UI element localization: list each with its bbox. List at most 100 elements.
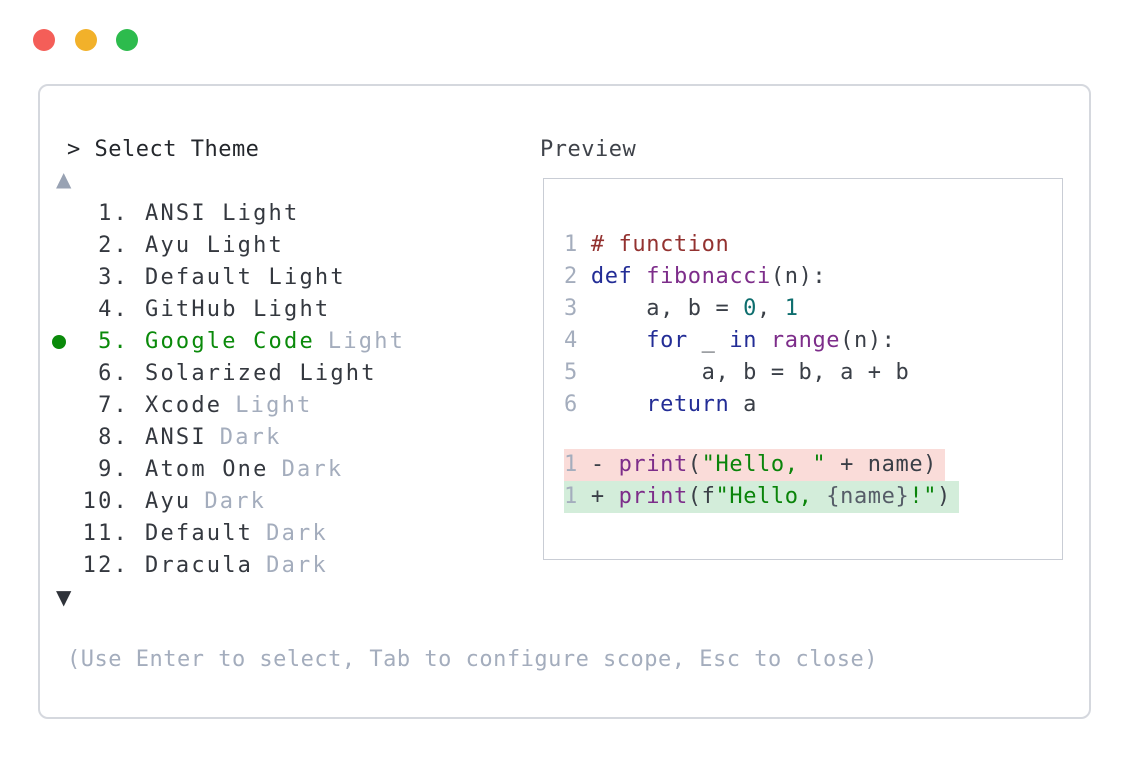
theme-option-name: Default	[145, 521, 254, 546]
code-token: a, b = b, a + b	[590, 360, 910, 385]
scroll-down-icon[interactable]: ▼	[56, 585, 72, 609]
diff-added-highlight: 1+ print(f"Hello, {name}!")	[564, 481, 959, 513]
theme-option-number: 10.	[82, 489, 129, 514]
code-token: "Hello, "	[701, 452, 827, 477]
code-token	[757, 328, 771, 353]
code-token: # function	[590, 232, 730, 257]
code-token: )	[937, 484, 951, 509]
bullet-cell	[40, 294, 76, 326]
preview-label: Preview	[540, 137, 637, 162]
bullet-cell	[40, 326, 76, 358]
bullet-cell	[40, 358, 76, 390]
code-token: "Hello,	[715, 484, 827, 509]
theme-option-8[interactable]: 8. ANSI Dark	[40, 422, 405, 454]
code-line: 6 return a	[564, 389, 959, 421]
theme-option-number: 11.	[82, 521, 129, 546]
theme-option-name: Ayu	[145, 489, 192, 514]
theme-option-name: Dracula	[145, 553, 254, 578]
theme-option-variant: Dark	[219, 425, 282, 450]
theme-option-6[interactable]: 6.Solarized Light	[40, 358, 405, 390]
theme-option-number: 5.	[98, 329, 129, 354]
bullet-cell	[40, 486, 76, 518]
theme-picker-dialog: > Select Theme Preview ▲ ▼ 1.ANSI Light …	[38, 84, 1091, 719]
code-token: fibonacci	[646, 264, 771, 289]
theme-option-7[interactable]: 7. Xcode Light	[40, 390, 405, 422]
line-number: 6	[564, 392, 578, 417]
code-token: 0	[743, 296, 758, 321]
code-line: 3 a, b = 0, 1	[564, 293, 959, 325]
theme-option-12[interactable]: 12. Dracula Dark	[40, 550, 405, 582]
theme-option-11[interactable]: 11. Default Dark	[40, 518, 405, 550]
diff-line-added: 1+ print(f"Hello, {name}!")	[564, 481, 959, 513]
dialog-title: > Select Theme	[67, 137, 260, 162]
code-token: for	[646, 328, 688, 353]
theme-option-number: 8.	[98, 425, 129, 450]
bullet-cell	[40, 454, 76, 486]
selected-indicator-icon	[52, 335, 66, 349]
theme-option-2[interactable]: 2. Ayu Light	[40, 230, 405, 262]
line-number: 5	[564, 360, 578, 385]
code-token: range	[770, 328, 841, 353]
code-token: (	[687, 452, 702, 477]
theme-option-name: Xcode	[145, 393, 223, 418]
code-token: a	[729, 392, 758, 417]
theme-option-name: Solarized Light	[145, 361, 377, 386]
code-token: {name}	[826, 484, 910, 509]
theme-option-variant: Light	[235, 393, 313, 418]
theme-option-number: 2.	[98, 233, 129, 258]
theme-list: 1.ANSI Light 2.Ayu Light 3.Default Light…	[40, 198, 405, 582]
code-token: def	[590, 264, 633, 289]
code-token: (n):	[840, 328, 896, 353]
theme-option-name: Ayu Light	[145, 233, 285, 258]
diff-removed-highlight: 1- print("Hello, " + name)	[564, 449, 946, 481]
bullet-cell	[40, 550, 76, 582]
code-token: ,	[757, 296, 785, 321]
theme-option-name: Atom One	[145, 457, 269, 482]
code-line: 1# function	[564, 229, 959, 261]
theme-option-3[interactable]: 3.Default Light	[40, 262, 405, 294]
code-token	[591, 392, 646, 417]
theme-option-variant: Dark	[266, 553, 328, 578]
theme-option-number: 3.	[98, 265, 129, 290]
bullet-cell	[40, 198, 76, 230]
close-button[interactable]	[33, 29, 55, 51]
zoom-button[interactable]	[116, 29, 138, 51]
theme-option-number: 7.	[98, 393, 129, 418]
theme-option-variant: Dark	[266, 521, 328, 546]
code-token: -	[590, 452, 619, 477]
code-token: return	[646, 392, 730, 417]
code-token: + name)	[826, 452, 938, 477]
code-token: _	[687, 328, 730, 353]
theme-option-1[interactable]: 1.ANSI Light	[40, 198, 405, 230]
code-token: a, b =	[590, 296, 744, 321]
bullet-cell	[40, 262, 76, 294]
minimize-button[interactable]	[75, 29, 97, 51]
code-token: print	[618, 452, 688, 477]
bullet-cell	[40, 230, 76, 262]
theme-option-number: 4.	[98, 297, 129, 322]
code-token	[632, 264, 646, 289]
theme-option-4[interactable]: 4.GitHub Light	[40, 294, 405, 326]
scroll-up-icon[interactable]: ▲	[56, 167, 72, 191]
code-blank-line	[564, 421, 959, 449]
theme-option-name: ANSI	[145, 425, 207, 450]
theme-option-number: 9.	[98, 457, 129, 482]
theme-option-name: Google Code	[145, 329, 315, 354]
diff-line-removed: 1- print("Hello, " + name)	[564, 449, 959, 481]
theme-option-name: ANSI Light	[145, 201, 300, 226]
code-token: !"	[909, 484, 938, 509]
line-number: 4	[564, 328, 578, 353]
code-token	[591, 328, 646, 353]
code-token: 1	[784, 296, 799, 321]
bullet-cell	[40, 422, 76, 454]
code-token: +	[590, 484, 619, 509]
theme-option-number: 12.	[82, 553, 129, 578]
line-number: 1	[564, 452, 578, 477]
bullet-cell	[40, 518, 76, 550]
